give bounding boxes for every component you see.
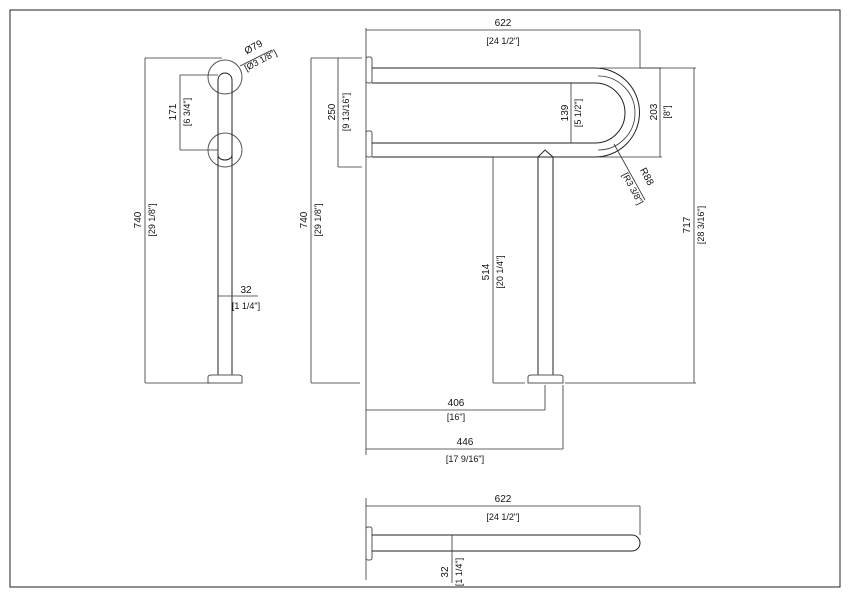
wall-flange-bottom bbox=[365, 130, 373, 158]
dimension-line bbox=[310, 57, 360, 384]
dimension-line bbox=[337, 57, 362, 168]
dimension-line bbox=[366, 29, 641, 68]
dimension-label: [8"] bbox=[662, 105, 672, 118]
leg-base bbox=[527, 374, 564, 384]
dimension-label: 139 bbox=[560, 104, 571, 121]
top-wall-flange bbox=[365, 526, 373, 561]
dimension-label: [29 1/8"] bbox=[147, 203, 157, 236]
dimension-label: [17 9/16"] bbox=[446, 454, 484, 464]
dimension-line bbox=[366, 385, 564, 450]
drawing-border bbox=[9, 9, 841, 588]
base-plate bbox=[207, 374, 243, 384]
dimension-label: [1 1/4"] bbox=[454, 558, 464, 586]
side-view: 740 [29 1/8"] 250 [9 13/16"] bbox=[299, 57, 362, 384]
dimension-label: [24 1/2"] bbox=[486, 512, 519, 522]
dimension-label: 514 bbox=[481, 263, 492, 280]
dimension-label: 203 bbox=[649, 103, 660, 120]
dimension-line bbox=[597, 75, 636, 151]
dimension-line bbox=[613, 143, 646, 201]
dimension-label: 171 bbox=[168, 103, 179, 120]
dimension-line bbox=[366, 505, 641, 535]
dimension-label: 740 bbox=[299, 211, 310, 228]
leg bbox=[537, 149, 554, 375]
wall-flange-top bbox=[365, 56, 373, 84]
dimension-label: [1 1/4"] bbox=[232, 301, 260, 311]
top-view: 622 [24 1/2"] 32 [1 1/4"] bbox=[365, 494, 641, 586]
dimension-label: 32 bbox=[440, 566, 451, 578]
dimension-label: 740 bbox=[133, 211, 144, 228]
dimension-label: [6 3/4"] bbox=[182, 98, 192, 126]
dimension-label: 32 bbox=[240, 285, 252, 296]
dimension-label: [16"] bbox=[447, 412, 465, 422]
dimension-line bbox=[366, 385, 546, 411]
u-bar-inner bbox=[372, 82, 626, 144]
dimension-label: 446 bbox=[457, 437, 474, 448]
drawing-line bbox=[217, 150, 233, 161]
dimension-label: 717 bbox=[682, 216, 693, 233]
dimension-line bbox=[492, 156, 536, 384]
dimension-label: 250 bbox=[327, 103, 338, 120]
dimension-label: [24 1/2"] bbox=[486, 36, 519, 46]
dimension-label: [5 1/2"] bbox=[573, 99, 583, 127]
dimension-line bbox=[239, 49, 273, 67]
dimension-label: R88 bbox=[637, 166, 656, 188]
dimension-label: 622 bbox=[495, 18, 512, 29]
dim-height bbox=[144, 57, 222, 384]
dimension-label: 406 bbox=[448, 398, 465, 409]
dimension-line bbox=[565, 67, 696, 384]
top-bar bbox=[372, 534, 641, 552]
dimension-label: 622 bbox=[495, 494, 512, 505]
dimension-label: [9 13/16"] bbox=[341, 93, 351, 131]
front-view: 622 [24 1/2"] 203 [8"] 139 [5 1/2"] R88 … bbox=[365, 18, 706, 464]
dimension-label: [29 1/8"] bbox=[313, 203, 323, 236]
u-bar-outer bbox=[372, 67, 640, 158]
dim-spacing bbox=[179, 74, 218, 151]
dimension-label: [28 3/16"] bbox=[696, 206, 706, 244]
top-flange bbox=[207, 59, 243, 95]
left-view: 740 [29 1/8"] 171 [6 3/4"] Ø79 [Ø3 1/8"]… bbox=[133, 38, 278, 384]
post bbox=[217, 72, 233, 383]
dimension-label: [20 1/4"] bbox=[495, 255, 505, 288]
